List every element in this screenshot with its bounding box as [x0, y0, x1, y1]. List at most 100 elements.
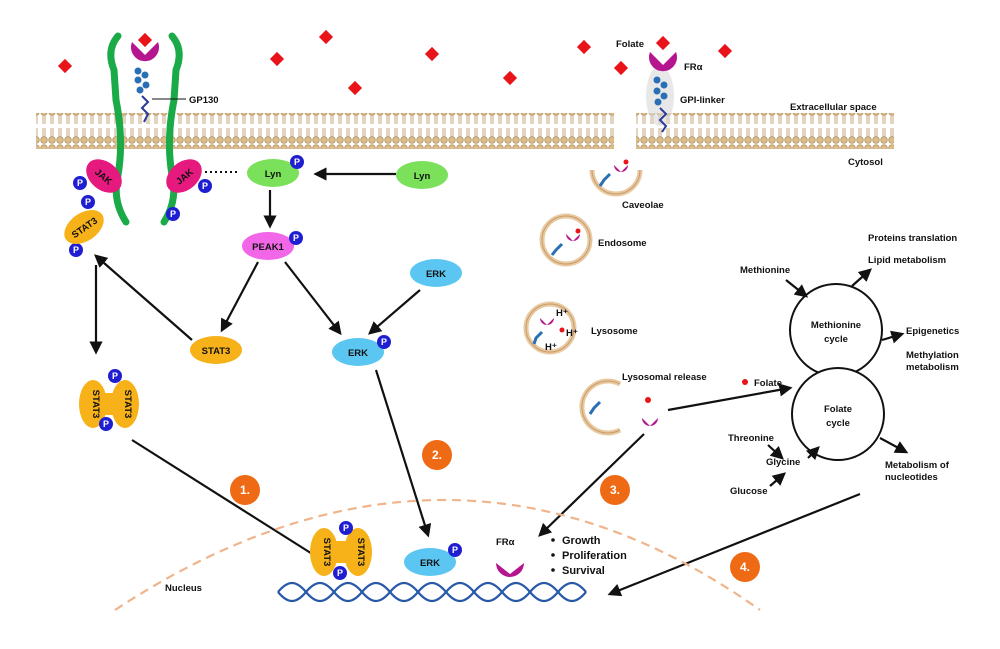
- step-marker-4: 4.: [730, 552, 760, 582]
- svg-text:STAT3: STAT3: [321, 538, 332, 567]
- svg-text:STAT3: STAT3: [122, 390, 133, 419]
- nucleotides-label-1: Metabolism of: [885, 460, 950, 471]
- dna-helix: [277, 581, 587, 603]
- svg-text:Lyn: Lyn: [414, 171, 431, 182]
- outcome-list: Growth Proliferation Survival: [551, 535, 627, 577]
- svg-text:P: P: [103, 419, 109, 429]
- nuclear-envelope: [114, 498, 761, 611]
- signaling-arrows: [89, 167, 861, 597]
- step-marker-1: 1.: [230, 475, 260, 505]
- step-marker-3: 3.: [600, 475, 630, 505]
- svg-text:Lyn: Lyn: [265, 169, 282, 180]
- lyn-active: Lyn P: [247, 155, 304, 187]
- svg-text:Methionine: Methionine: [811, 320, 861, 331]
- methionine-label: Methionine: [740, 265, 790, 276]
- stat3-cytosolic: STAT3: [190, 336, 242, 364]
- svg-text:P: P: [112, 371, 118, 381]
- svg-text:Folate: Folate: [824, 404, 852, 415]
- svg-text:P: P: [337, 568, 343, 578]
- folate-cycle: Folate cycle: [791, 367, 885, 461]
- svg-text:cycle: cycle: [826, 418, 850, 429]
- caveolae-label: Caveolae: [622, 200, 664, 211]
- hplus-label-b: H⁺: [566, 328, 578, 339]
- fra-label: FRα: [684, 62, 703, 73]
- extracellular-space-label: Extracellular space: [790, 102, 877, 113]
- methylation-label-2: metabolism: [906, 362, 959, 373]
- methionine-cycle: Methionine cycle: [789, 283, 883, 377]
- folate-to-cycle-arrow: [667, 383, 793, 412]
- fra-nucleus-icon: [496, 563, 524, 577]
- fra-icon: [649, 52, 677, 72]
- fra-receptor-icon: [131, 42, 159, 62]
- svg-text:P: P: [452, 545, 458, 555]
- svg-text:P: P: [293, 233, 299, 243]
- lysosomal-release-vesicle: [579, 378, 658, 436]
- jak-kinase-left: JAK: [86, 159, 122, 193]
- lyn-inactive: Lyn: [396, 161, 448, 189]
- methylation-label-1: Methylation: [906, 350, 959, 361]
- stat3-dimer-nucleus: STAT3 STAT3 P P: [310, 521, 372, 580]
- lysosome-label: Lysosome: [591, 326, 638, 337]
- svg-text:P: P: [170, 209, 176, 219]
- erk-active: ERK P: [332, 335, 391, 366]
- endosome-vesicle: [539, 213, 593, 267]
- fra-gpi-receptor: [646, 52, 677, 133]
- nucleus-label: Nucleus: [165, 583, 202, 594]
- svg-text:1.: 1.: [240, 483, 250, 497]
- svg-text:P: P: [202, 181, 208, 191]
- svg-text:2.: 2.: [432, 448, 442, 462]
- free-folate-label: Folate: [754, 378, 782, 389]
- svg-text:P: P: [381, 337, 387, 347]
- hplus-label-c: H⁺: [545, 342, 557, 353]
- erk-inactive: ERK: [410, 259, 462, 287]
- cytosol-label: Cytosol: [848, 157, 883, 168]
- caveolae-vesicle: [589, 159, 643, 197]
- hplus-label-a: H⁺: [556, 308, 568, 319]
- jak-kinase-right: JAK: [166, 159, 202, 193]
- gpi-linker-label: GPI-linker: [680, 95, 725, 106]
- gp130-label: GP130: [189, 95, 219, 106]
- phospho-group: P P P P P: [69, 176, 212, 257]
- svg-text:STAT3: STAT3: [355, 538, 366, 567]
- outcome-proliferation: Proliferation: [562, 550, 627, 562]
- cell-membrane: [36, 113, 894, 149]
- outcome-growth: Growth: [562, 535, 601, 547]
- stat3-dimer-cytosol: STAT3 STAT3 P P: [79, 369, 139, 431]
- folate-label: Folate: [616, 39, 644, 50]
- folate-molecules: [57, 29, 733, 96]
- svg-text:ERK: ERK: [420, 558, 440, 569]
- svg-text:cycle: cycle: [824, 334, 848, 345]
- svg-text:P: P: [294, 157, 300, 167]
- glycine-label: Glycine: [766, 457, 800, 468]
- svg-text:P: P: [85, 197, 91, 207]
- svg-text:ERK: ERK: [348, 348, 368, 359]
- svg-text:P: P: [77, 178, 83, 188]
- fra-nucleus-label: FRα: [496, 537, 515, 548]
- svg-text:P: P: [73, 245, 79, 255]
- svg-text:ERK: ERK: [426, 269, 446, 280]
- peak1: PEAK1 P: [242, 231, 303, 260]
- svg-text:P: P: [343, 523, 349, 533]
- fra-nucleus: [496, 563, 524, 577]
- lysosomal-release-label: Lysosomal release: [622, 372, 707, 383]
- glucose-label: Glucose: [730, 486, 768, 497]
- nucleotides-label-2: nucleotides: [885, 472, 938, 483]
- epigenetics-label: Epigenetics: [906, 326, 959, 337]
- outcome-survival: Survival: [562, 565, 605, 577]
- svg-text:PEAK1: PEAK1: [252, 242, 284, 253]
- proteins-translation-label: Proteins translation: [868, 233, 957, 244]
- step-marker-2: 2.: [422, 440, 452, 470]
- svg-text:3.: 3.: [610, 483, 620, 497]
- stat3-receptor-bound: STAT3: [64, 209, 104, 245]
- metabolic-arrows: [767, 268, 909, 487]
- endosome-label: Endosome: [598, 238, 647, 249]
- erk-nucleus: ERK P: [404, 543, 462, 576]
- free-folate-dot: [742, 379, 748, 385]
- gp130-receptor: [107, 32, 186, 226]
- svg-text:4.: 4.: [740, 560, 750, 574]
- svg-text:STAT3: STAT3: [90, 390, 101, 419]
- lipid-metabolism-label: Lipid metabolism: [868, 255, 946, 266]
- threonine-label: Threonine: [728, 433, 774, 444]
- svg-text:STAT3: STAT3: [202, 346, 231, 357]
